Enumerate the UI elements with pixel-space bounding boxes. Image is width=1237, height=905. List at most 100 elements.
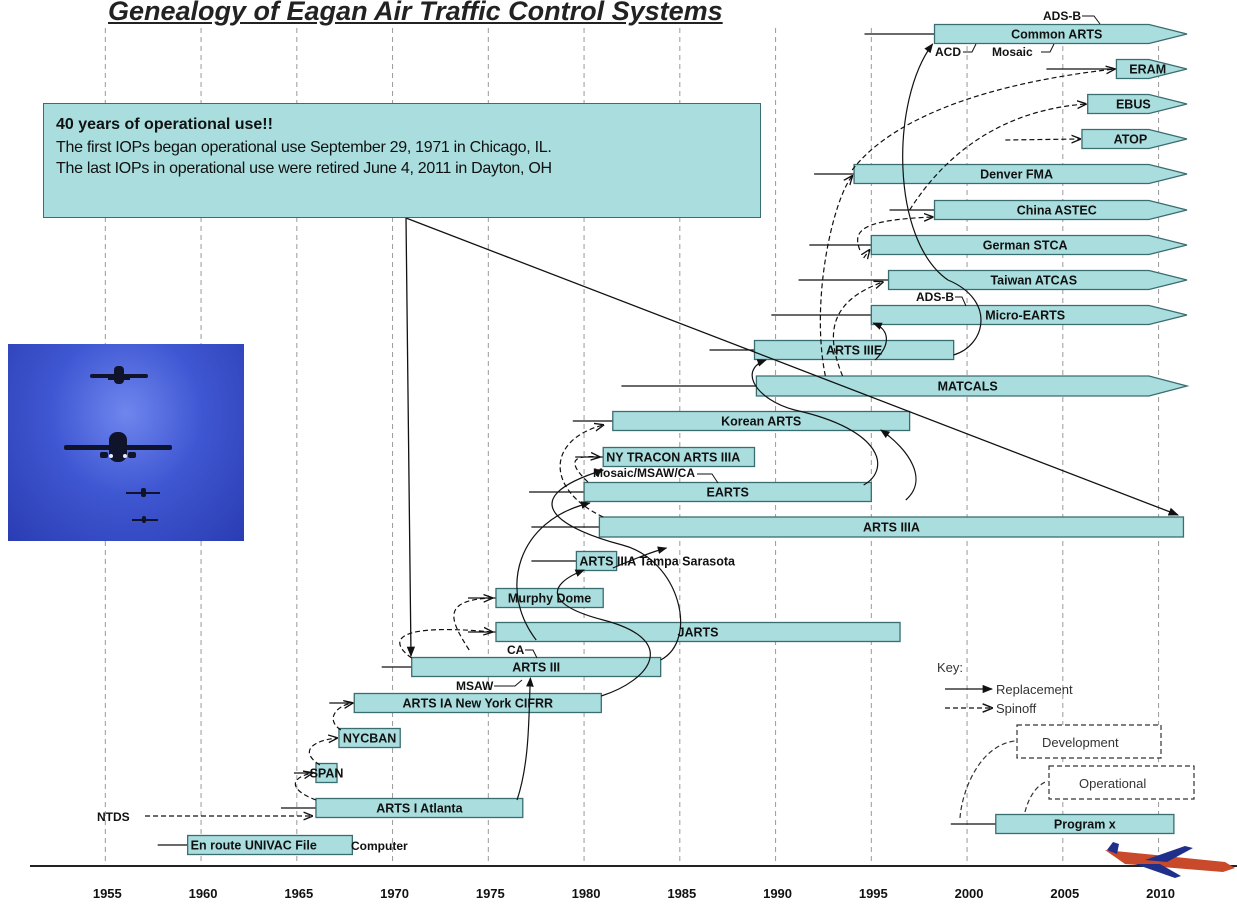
callout-heading: 40 years of operational use!! (56, 116, 273, 133)
year-label-2000: 2000 (955, 886, 984, 901)
bar-shape (583, 481, 872, 503)
bar-shape (753, 339, 955, 361)
callout-line-last: The last IOPs in operational use were re… (56, 160, 552, 177)
system-german: German STCA (809, 234, 1188, 256)
replacement-connector (551, 468, 682, 661)
system-nycban: NYCBAN (338, 727, 401, 749)
callout-line-first: The first IOPs began operational use Sep… (56, 139, 552, 156)
bar-shape (870, 234, 1188, 256)
system-label-common: Common ARTS (1011, 28, 1102, 42)
system-label-microearts: Micro-EARTS (985, 309, 1065, 323)
bar-shape (1087, 93, 1188, 115)
system-label-earts: EARTS (707, 486, 749, 500)
system-label-atop: ATOP (1114, 133, 1148, 147)
replacement-connector (751, 359, 879, 486)
system-artsIA: ARTS IA New York CIFRR (329, 692, 602, 714)
system-common: Common ARTS (864, 23, 1188, 45)
year-label-1975: 1975 (476, 886, 505, 901)
year-label-2010: 2010 (1146, 886, 1175, 901)
bar-shape (575, 550, 618, 572)
system-label-german: German STCA (983, 239, 1068, 253)
adsb-micro-leader (955, 296, 967, 307)
system-label-taiwan: Taiwan ATCAS (990, 274, 1077, 288)
spinoff-connector (399, 630, 492, 659)
diagram-title: Genealogy of Eagan Air Traffic Control S… (108, 0, 723, 26)
msaw-label: MSAW (456, 679, 494, 693)
system-tampa: ARTS IIIA Tampa Sarasota (531, 550, 736, 572)
system-korean: Korean ARTS (572, 410, 911, 432)
system-label-ebus: EBUS (1116, 98, 1151, 112)
system-label-eram: ERAM (1129, 63, 1166, 77)
system-nytracon: NY TRACON ARTS IIIA (575, 446, 756, 468)
airplanes-photo (8, 344, 244, 541)
airplane-silhouettes (64, 366, 172, 523)
year-label-1995: 1995 (859, 886, 888, 901)
system-artsI: ARTS I Atlanta (280, 797, 524, 819)
callout-arrow-end (405, 217, 1179, 516)
year-label-1965: 1965 (284, 886, 313, 901)
system-label-murphy: Murphy Dome (508, 592, 591, 606)
system-span: SPAN (293, 762, 343, 784)
system-ebus: EBUS (1087, 93, 1188, 115)
ca-leader (525, 649, 538, 659)
replacement-connector (516, 677, 534, 801)
spinoff-connector (1005, 139, 1080, 140)
spinoff-connector (559, 425, 603, 518)
system-atop: ATOP (1081, 128, 1188, 150)
mosaic-msaw-ca-label: Mosaic/MSAW/CA (593, 466, 695, 480)
mosaic-label: Mosaic (992, 45, 1033, 59)
bar-shape (853, 163, 1188, 185)
bar-shape (315, 797, 524, 819)
adsb-label-micro: ADS-B (916, 290, 954, 304)
system-label-artsIA: ARTS IA New York CIFRR (403, 697, 553, 711)
computer-label: Computer (351, 839, 408, 853)
bar-shape (411, 656, 662, 678)
mosaic-leader (1041, 43, 1055, 53)
system-artsIIIE: ARTS IIIE (709, 339, 955, 361)
system-label-matcals: MATCALS (938, 380, 998, 394)
callout-box: 40 years of operational use!! The first … (43, 103, 761, 218)
spinoff-connector (574, 457, 600, 483)
bar-shape (755, 375, 1190, 397)
acd-leader (963, 43, 977, 53)
legend-key: Key:ReplacementSpinoffDevelopmentOperati… (937, 660, 1195, 819)
system-artsIIIA: ARTS IIIA (531, 516, 1185, 538)
system-matcals: MATCALS (621, 375, 1190, 397)
spinoff-connector (819, 176, 852, 377)
bar-shape (1115, 58, 1188, 80)
system-label-artsIIIE: ARTS IIIE (826, 344, 882, 358)
annotations: NTDSComputerCAMSAWMosaic/MSAW/CAADS-BADS… (97, 9, 1101, 853)
bar-shape (315, 762, 338, 784)
key-operational-label: Operational (1079, 776, 1146, 791)
year-label-1985: 1985 (667, 886, 696, 901)
bar-shape (495, 587, 604, 609)
system-denver: Denver FMA (814, 163, 1188, 185)
msaw-leader (494, 679, 523, 687)
spinoff-connector (864, 250, 870, 258)
system-label-artsIII: ARTS III (512, 661, 560, 675)
year-label-1970: 1970 (380, 886, 409, 901)
bar-shape (933, 199, 1188, 221)
bar-shape (353, 692, 602, 714)
system-univac: En route UNIVAC File (157, 834, 353, 856)
bar-shape (887, 269, 1188, 291)
bar-shape (870, 304, 1188, 326)
system-china: China ASTEC (889, 199, 1188, 221)
system-label-china: China ASTEC (1017, 204, 1097, 218)
bar-shape (338, 727, 401, 749)
system-label-univac: En route UNIVAC File (191, 839, 317, 853)
system-label-denver: Denver FMA (980, 168, 1053, 182)
callout-arrow-start (405, 217, 416, 658)
key-development-label: Development (1042, 735, 1119, 750)
key-replacement-label: Replacement (996, 682, 1073, 697)
bar-shape (187, 834, 353, 856)
system-programx: Program x (950, 813, 1175, 835)
system-artsIII: ARTS III (381, 656, 662, 678)
key-operational-leader (1024, 780, 1049, 813)
replacement-connector (880, 429, 917, 501)
key-development-leader (959, 740, 1016, 819)
system-label-jarts: JARTS (678, 626, 719, 640)
year-label-1990: 1990 (763, 886, 792, 901)
